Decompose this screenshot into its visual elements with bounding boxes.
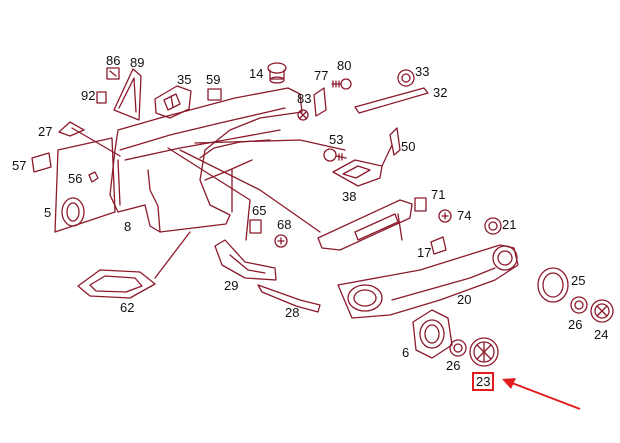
label-25: 25 [571,273,586,288]
label-86: 86 [106,53,121,68]
part-27-mirror-cover [58,121,85,137]
part-74-screw [438,209,452,223]
part-38-handle-housing [332,159,383,187]
part-26-lower-cap [449,339,467,357]
part-35-switch-bezel [154,85,192,119]
part-33-cover-cap [397,69,415,87]
label-26-lower: 26 [446,358,461,373]
label-68: 68 [277,217,292,232]
part-17-connector [430,236,447,255]
part-92-clip [96,91,107,104]
label-83: 83 [297,91,312,106]
part-89-corner-cover [113,68,142,121]
part-65-clip [249,219,262,234]
part-23-speaker-cover [469,337,499,367]
label-24: 24 [594,327,609,342]
label-8: 8 [124,219,132,234]
label-29: 29 [224,278,239,293]
label-53: 53 [329,132,344,147]
label-80: 80 [337,58,352,73]
label-17: 17 [417,245,432,260]
label-35: 35 [177,72,192,87]
label-74: 74 [457,208,472,223]
part-5-door-shell [54,137,116,233]
label-21: 21 [502,217,517,232]
label-26-upper: 26 [568,317,583,332]
label-38: 38 [342,189,357,204]
part-86-clip [106,67,120,80]
leader-lines [71,127,403,279]
label-14: 14 [249,66,264,81]
label-62: 62 [120,300,135,315]
part-83-screw [297,109,309,121]
part-17-armrest-panel [317,199,413,251]
part-26-cap [570,296,588,314]
label-32: 32 [433,85,448,100]
part-6-speaker-bracket [412,309,453,359]
label-6: 6 [402,345,410,360]
part-71-clip [414,197,427,212]
part-80-screw [331,78,352,90]
part-56-clip [88,171,99,183]
label-89: 89 [130,55,145,70]
part-68-screw [274,234,288,248]
part-50-clip [389,127,401,156]
part-57-pad [31,152,52,173]
part-25-speaker-ring [537,267,569,303]
part-62-tray [77,269,156,299]
label-50: 50 [401,139,416,154]
part-24-speaker-grille [590,299,614,323]
part-14-grommet [267,62,287,84]
label-92: 92 [81,88,96,103]
label-57: 57 [12,158,27,173]
label-71: 71 [431,187,446,202]
label-77: 77 [314,68,329,83]
label-27: 27 [38,124,53,139]
part-32-trim-strip [354,87,429,114]
part-28-trim-strip [257,284,321,313]
label-28: 28 [285,305,300,320]
label-5: 5 [44,205,52,220]
label-20: 20 [457,292,472,307]
part-21-cap [484,217,502,235]
label-59: 59 [206,72,221,87]
label-23-highlighted: 23 [471,372,495,391]
highlight-arrow [502,378,581,410]
part-59-clip [207,88,222,101]
part-20-lower-panel [337,244,519,319]
part-8-door-panel [109,87,303,233]
label-65: 65 [252,203,267,218]
label-56: 56 [68,171,83,186]
label-33: 33 [415,64,430,79]
part-53-screw [323,148,347,162]
part-29-handle-trim [214,239,277,281]
part-77-panel [313,87,327,117]
